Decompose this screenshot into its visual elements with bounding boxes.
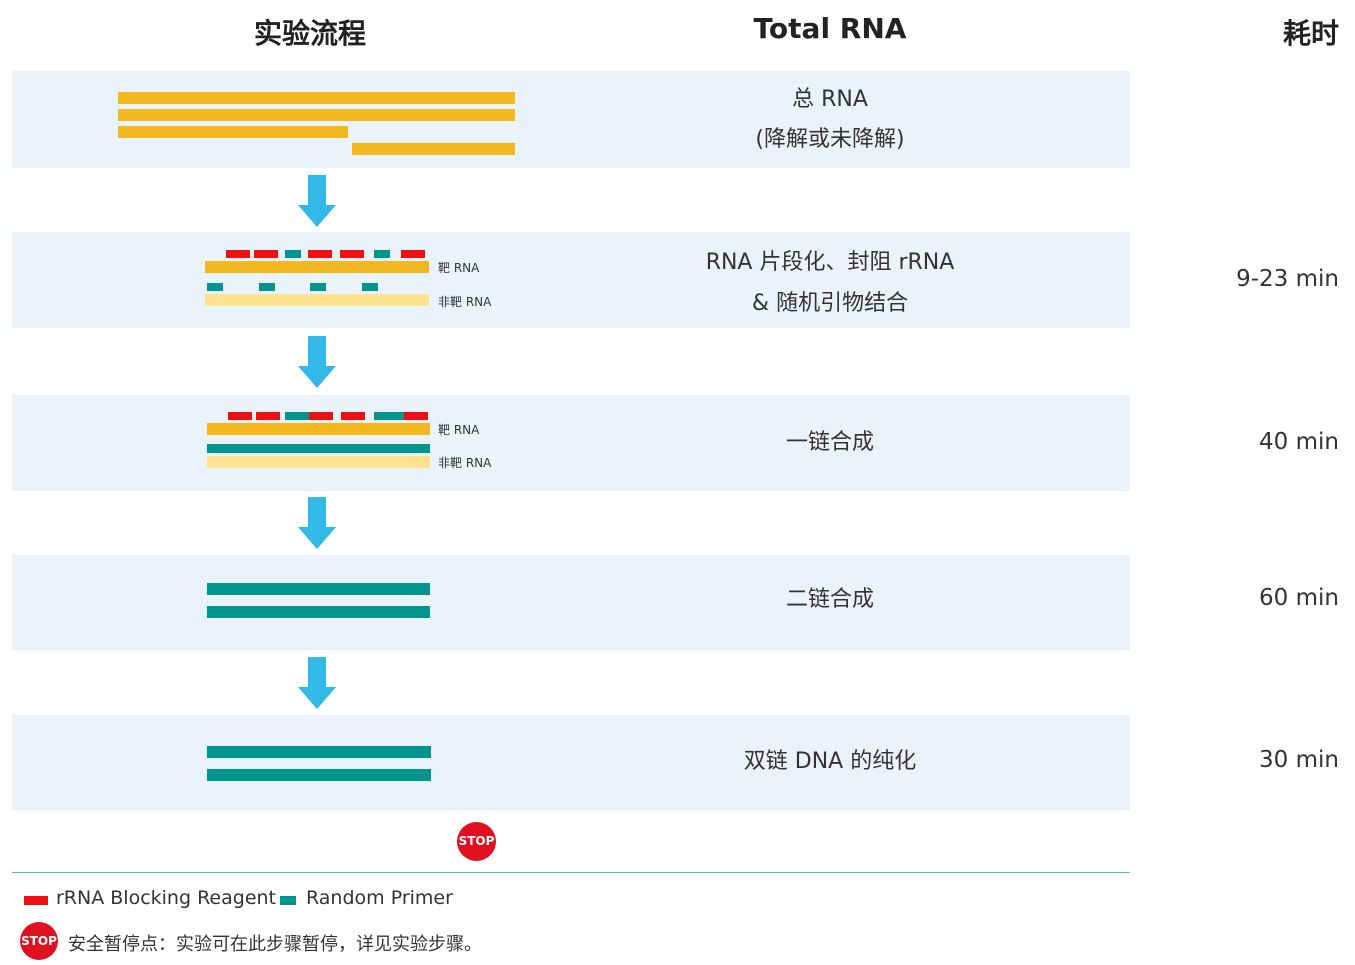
non-target-rna-strand: [207, 456, 430, 468]
non-target-rna-label: 非靶 RNA: [438, 456, 492, 470]
random-primer: [374, 250, 390, 258]
rna-strand: [352, 143, 515, 155]
legend-primer-label: Random Primer: [306, 887, 453, 909]
legend-divider: [12, 872, 1130, 873]
blocking-reagent: [404, 412, 428, 420]
blocking-reagent: [254, 250, 278, 258]
blocking-reagent: [228, 412, 252, 420]
cdna-strand: [207, 583, 430, 595]
step-4-time: 60 min: [1259, 585, 1339, 611]
down-arrow-icon: [298, 175, 336, 227]
target-rna-label: 靶 RNA: [438, 423, 480, 437]
rna-strand: [118, 109, 515, 121]
random-primer: [259, 283, 275, 291]
header-total-rna: Total RNA: [753, 12, 907, 45]
header-time: 耗时: [1282, 17, 1339, 50]
non-target-rna-label: 非靶 RNA: [438, 295, 492, 309]
step-2-time: 9-23 min: [1236, 266, 1339, 292]
blocking-reagent: [226, 250, 250, 258]
blocking-reagent: [340, 250, 364, 258]
step-band-second-strand: [12, 555, 1130, 650]
stop-sign-icon: STOP: [457, 822, 496, 861]
random-primer: [362, 283, 378, 291]
random-primer: [285, 250, 301, 258]
random-primer: [374, 412, 404, 420]
legend-blocking-label: rRNA Blocking Reagent: [56, 887, 276, 909]
step-1-line2: (降解或未降解): [755, 127, 905, 152]
step-2-line1: RNA 片段化、封阻 rRNA: [705, 250, 955, 275]
non-target-rna-strand: [205, 294, 429, 306]
down-arrow-icon: [298, 657, 336, 709]
step-band-first-strand: [12, 395, 1130, 491]
ds-dna-strand: [207, 746, 431, 758]
stop-sign-icon: STOP: [20, 922, 58, 960]
blocking-reagent: [341, 412, 365, 420]
cdna-strand: [207, 606, 430, 618]
step-5-line1: 双链 DNA 的纯化: [743, 749, 917, 774]
down-arrow-icon: [298, 497, 336, 549]
legend-blocking-swatch: [24, 896, 48, 905]
step-1-line1: 总 RNA: [792, 87, 868, 112]
legend-primer-swatch: [280, 896, 296, 905]
step-2-line2: & 随机引物结合: [751, 291, 909, 316]
first-strand-cdna: [207, 444, 430, 453]
blocking-reagent: [256, 412, 280, 420]
rna-strand: [118, 126, 348, 138]
ds-dna-strand: [207, 769, 431, 781]
step-4-line1: 二链合成: [785, 587, 874, 612]
down-arrow-icon: [298, 336, 336, 388]
step-band-purification: [12, 715, 1130, 810]
step-5-time: 30 min: [1259, 747, 1339, 773]
target-rna-strand: [205, 261, 429, 273]
blocking-reagent: [308, 250, 332, 258]
random-primer: [285, 412, 309, 420]
step-band-fragmentation: [12, 232, 1130, 328]
random-primer: [207, 283, 223, 291]
random-primer: [310, 283, 326, 291]
rna-strand: [118, 92, 515, 104]
target-rna-label: 靶 RNA: [438, 261, 480, 275]
blocking-reagent: [401, 250, 425, 258]
step-3-line1: 一链合成: [785, 430, 874, 455]
legend-stop-note: 安全暂停点：实验可在此步骤暂停，详见实验步骤。: [68, 934, 482, 955]
step-3-time: 40 min: [1259, 429, 1339, 455]
blocking-reagent: [309, 412, 333, 420]
header-process: 实验流程: [254, 17, 367, 50]
target-rna-strand: [207, 423, 430, 435]
